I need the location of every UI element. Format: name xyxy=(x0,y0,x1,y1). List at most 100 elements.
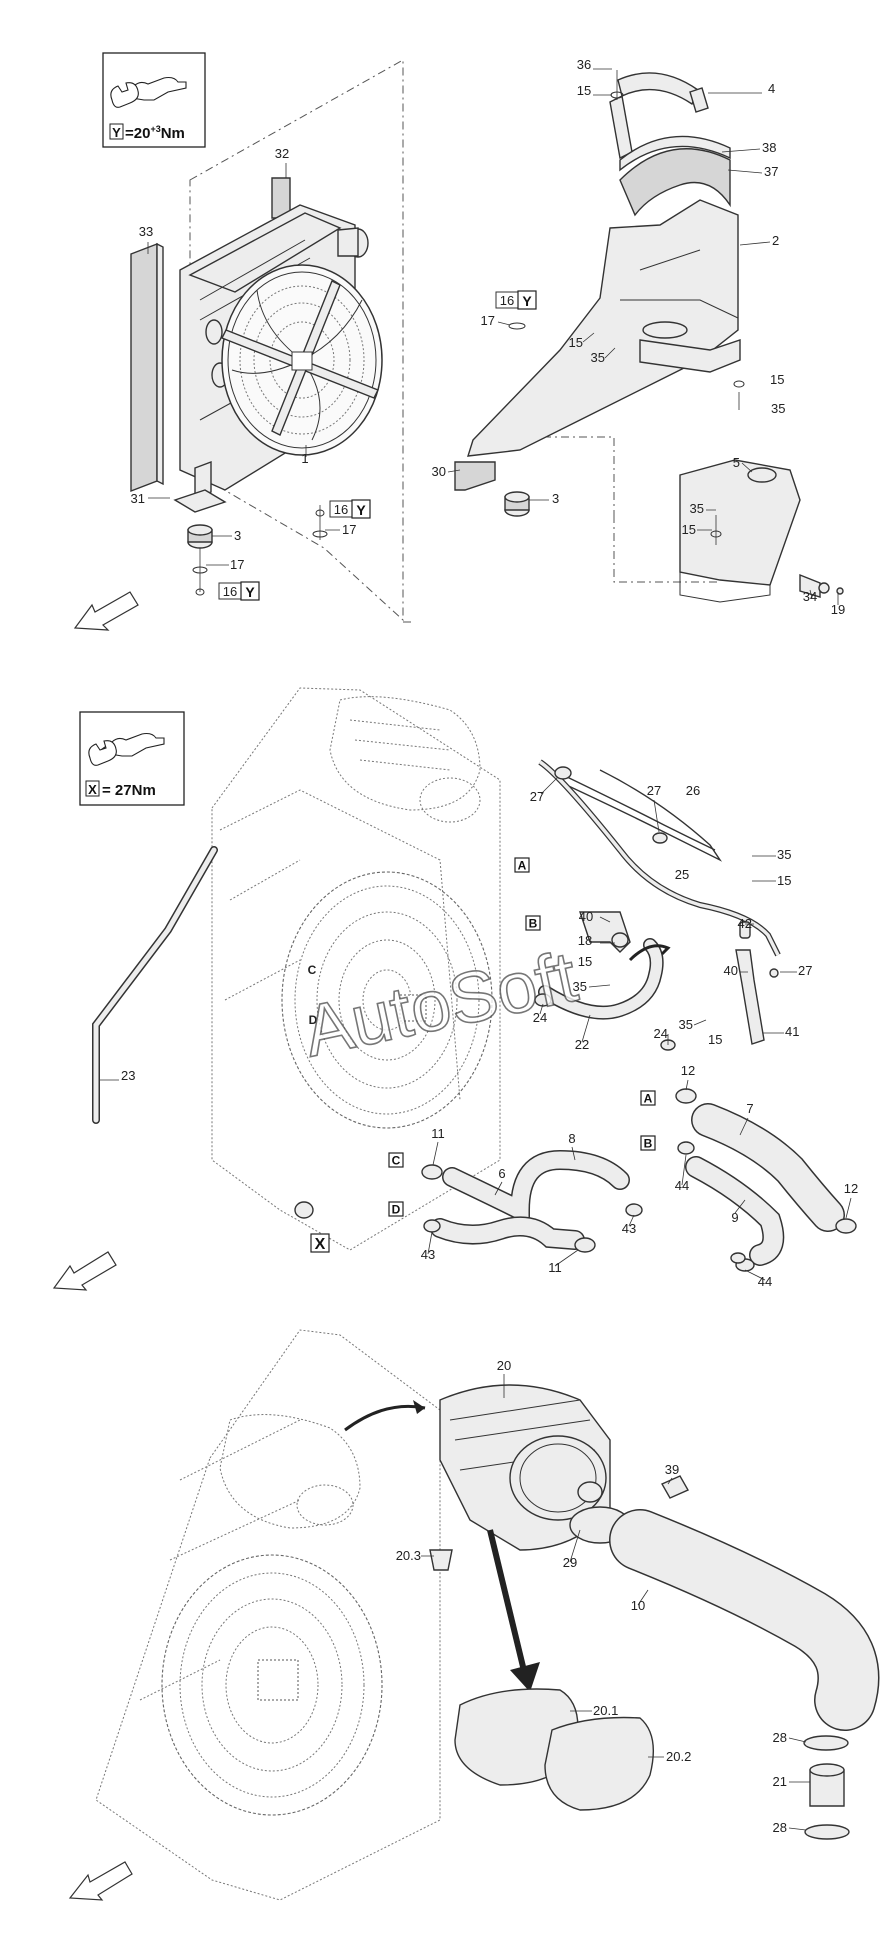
callout-17: 17 xyxy=(342,522,356,537)
boxed-callout: 16 Y xyxy=(218,581,260,601)
callout-19: 19 xyxy=(831,602,845,617)
callout-1: 1 xyxy=(301,451,308,466)
callout-27: 27 xyxy=(798,963,812,978)
torque-y-tolerance: +3 xyxy=(150,124,160,134)
callout-10: 10 xyxy=(631,1598,645,1613)
callout-30: 30 xyxy=(432,464,446,479)
letter-tag-text: C xyxy=(392,1154,401,1168)
callout-23: 23 xyxy=(121,1068,135,1083)
engine-block-dotted xyxy=(329,696,481,823)
callout-38: 38 xyxy=(762,140,776,155)
boxed-callout-letter: Y xyxy=(245,584,255,600)
callout-35: 35 xyxy=(777,847,791,862)
callout-35: 35 xyxy=(591,350,605,365)
callout-3: 3 xyxy=(552,491,559,506)
callout-32: 32 xyxy=(275,146,289,161)
callout-6: 6 xyxy=(498,1166,505,1181)
boxed-callout-number: 16 xyxy=(223,584,237,599)
callout-35: 35 xyxy=(771,401,785,416)
engine-block-dotted-2 xyxy=(219,1414,361,1529)
callout-5: 5 xyxy=(733,455,740,470)
callout-36: 36 xyxy=(577,57,591,72)
inline-letter-d: D xyxy=(309,1013,318,1027)
letter-tag-d: D xyxy=(388,1201,404,1217)
panel-1-radiator-assembly: Y =20+3Nm xyxy=(73,52,844,631)
torque-y-letter: Y xyxy=(112,125,121,140)
callout-25: 25 xyxy=(675,867,689,882)
callout-40: 40 xyxy=(579,909,593,924)
callout-15: 15 xyxy=(777,873,791,888)
letter-tag-c: C xyxy=(388,1152,404,1168)
callout-2: 2 xyxy=(772,233,779,248)
callout-27: 27 xyxy=(647,783,661,798)
callout-33: 33 xyxy=(139,224,153,239)
callout-29: 29 xyxy=(563,1555,577,1570)
fan-1 xyxy=(221,264,383,456)
callout-35: 35 xyxy=(573,979,587,994)
callout-17: 17 xyxy=(481,313,495,328)
torque-y-value: =20 xyxy=(125,125,150,142)
callout-3: 3 xyxy=(234,528,241,543)
callout-15: 15 xyxy=(770,372,784,387)
callout-20-3: 20.3 xyxy=(396,1548,421,1563)
boxed-callout: 16 Y xyxy=(495,290,537,310)
callout-15: 15 xyxy=(569,335,583,350)
direction-arrow-icon xyxy=(68,1861,133,1901)
torque-x-letter: X xyxy=(88,782,97,797)
callout-15: 15 xyxy=(708,1032,722,1047)
callout-43: 43 xyxy=(421,1247,435,1262)
letter-tag-text: A xyxy=(644,1092,653,1106)
callout-43: 43 xyxy=(622,1221,636,1236)
panel-2-hoses: X = 27Nm xyxy=(79,687,857,1281)
callout-15: 15 xyxy=(577,83,591,98)
svg-text:=20+3Nm: =20+3Nm xyxy=(125,124,185,142)
panel-3-air-filter xyxy=(68,1329,880,1901)
letter-tag-text: A xyxy=(518,859,527,873)
callout-4: 4 xyxy=(768,81,775,96)
callout-27: 27 xyxy=(530,789,544,804)
fan-2-dotted xyxy=(281,871,493,1129)
callout-35: 35 xyxy=(679,1017,693,1032)
boxed-callout-number: 16 xyxy=(500,293,514,308)
letter-tag-text: X xyxy=(315,1236,326,1253)
letter-tag-a: A xyxy=(514,857,530,873)
torque-x-value: = 27Nm xyxy=(102,782,156,799)
callout-12: 12 xyxy=(844,1181,858,1196)
boxed-callout-number: 16 xyxy=(334,502,348,517)
boxed-callout-letter: Y xyxy=(522,293,532,309)
wrench-icon xyxy=(88,732,165,766)
callout-20-2: 20.2 xyxy=(666,1749,691,1764)
watermark: AutoSoft xyxy=(297,937,584,1073)
letter-tag-text: B xyxy=(644,1137,653,1151)
letter-tag-b: B xyxy=(640,1135,656,1151)
callout-12: 12 xyxy=(681,1063,695,1078)
callout-11: 11 xyxy=(431,1126,445,1141)
callout-8: 8 xyxy=(568,1131,575,1146)
wrench-icon xyxy=(110,76,187,108)
callout-44: 44 xyxy=(675,1178,689,1193)
letter-tag-x: X xyxy=(310,1233,330,1253)
direction-arrow-icon xyxy=(73,591,139,631)
letter-tag-b: B xyxy=(525,915,541,931)
callout-21: 21 xyxy=(773,1774,787,1789)
callout-7: 7 xyxy=(746,1101,753,1116)
callout-24: 24 xyxy=(654,1026,668,1041)
letter-tag-a: A xyxy=(640,1090,656,1106)
callout-28: 28 xyxy=(773,1820,787,1835)
callout-26: 26 xyxy=(686,783,700,798)
letter-tag-text: D xyxy=(392,1203,401,1217)
callout-11: 11 xyxy=(548,1260,562,1275)
callout-18: 18 xyxy=(578,933,592,948)
letter-tag-text: B xyxy=(529,917,538,931)
fan-3-dotted xyxy=(161,1554,383,1816)
callout-15: 15 xyxy=(682,522,696,537)
callout-37: 37 xyxy=(764,164,778,179)
callout-17: 17 xyxy=(230,557,244,572)
callout-42: 42 xyxy=(738,916,752,931)
callout-9: 9 xyxy=(731,1210,738,1225)
